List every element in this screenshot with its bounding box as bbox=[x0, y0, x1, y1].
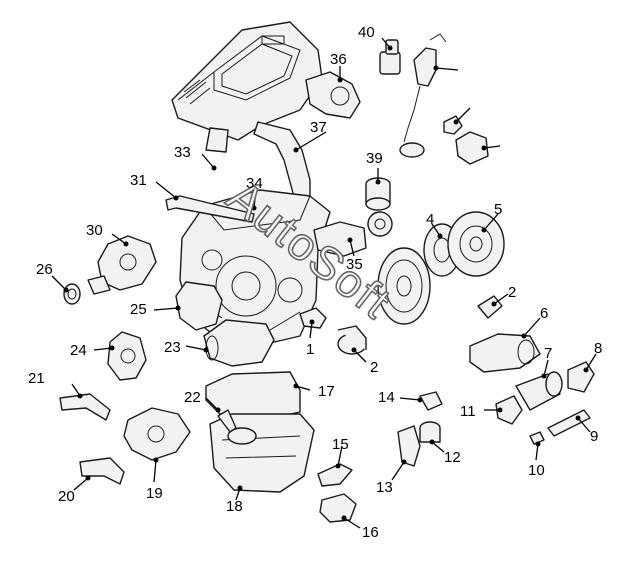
callout-12: 11 bbox=[460, 403, 476, 420]
callout-26: 25 bbox=[130, 301, 147, 318]
callout-13: 12 bbox=[444, 449, 461, 466]
part-bracket-38 bbox=[399, 33, 447, 158]
callout-20: 19 bbox=[146, 485, 163, 502]
callout-16: 15 bbox=[332, 436, 349, 453]
part-throttle-body bbox=[305, 71, 361, 119]
part-bracket-16 bbox=[317, 463, 353, 487]
part-11 bbox=[529, 431, 545, 445]
callout-24: 23 bbox=[164, 339, 181, 356]
callout-29: 31 bbox=[130, 172, 147, 189]
callout-8: 7 bbox=[544, 345, 552, 362]
part-2 bbox=[337, 325, 367, 355]
part-strainer-23 bbox=[217, 409, 257, 445]
callout-36: 39 bbox=[366, 150, 383, 167]
callout-33: 36 bbox=[330, 51, 347, 68]
callout-17: 16 bbox=[362, 524, 379, 541]
part-engine-mount-35 bbox=[313, 211, 393, 257]
part-alternator-24 bbox=[203, 319, 275, 367]
part-mount-17 bbox=[319, 493, 357, 523]
callout-10: 9 bbox=[590, 428, 598, 445]
part-4 bbox=[477, 295, 503, 319]
callout-1: 1 bbox=[306, 341, 314, 358]
part-1 bbox=[299, 307, 327, 329]
part-seal-27 bbox=[63, 283, 81, 305]
callout-30: 33 bbox=[174, 144, 191, 161]
part-flywheel bbox=[377, 247, 431, 325]
part-housing-25 bbox=[107, 331, 147, 381]
callout-35: 35 bbox=[346, 256, 363, 273]
callout-7: 6 bbox=[540, 305, 548, 322]
callout-18: 17 bbox=[318, 383, 335, 400]
callout-19: 18 bbox=[226, 498, 243, 515]
callout-34: 37 bbox=[310, 119, 327, 136]
part-sensor-37 bbox=[379, 39, 401, 75]
part-hose-22 bbox=[59, 393, 111, 421]
callout-31: 34 bbox=[246, 175, 263, 192]
callout-2: 2 bbox=[370, 359, 378, 376]
part-oil-pan-18 bbox=[205, 371, 301, 421]
part-oil-pump bbox=[87, 235, 157, 295]
part-clutch-6 bbox=[447, 211, 505, 277]
part-pipe-21 bbox=[79, 457, 125, 485]
part-13 bbox=[419, 421, 441, 443]
part-rod-10 bbox=[547, 409, 591, 437]
callout-4: 2 bbox=[508, 284, 516, 301]
part-12 bbox=[495, 395, 523, 425]
part-15 bbox=[419, 391, 443, 411]
part-starter-7 bbox=[469, 333, 541, 373]
callout-23: 22 bbox=[184, 389, 201, 406]
part-bracket-14 bbox=[397, 425, 421, 467]
part-cylinder-8 bbox=[515, 371, 563, 411]
callout-5: 4 bbox=[426, 211, 434, 228]
part-9 bbox=[567, 361, 595, 393]
part-water-pump-20 bbox=[123, 407, 191, 461]
callout-21: 20 bbox=[58, 488, 75, 505]
part-engine-cover bbox=[171, 21, 323, 153]
callout-15: 14 bbox=[378, 389, 395, 406]
callout-14: 13 bbox=[376, 479, 393, 496]
callout-37: 40 bbox=[358, 24, 375, 41]
part-cover-plate-26 bbox=[175, 281, 223, 331]
callout-22: 21 bbox=[28, 370, 45, 387]
callout-27: 26 bbox=[36, 261, 53, 278]
callout-28: 30 bbox=[86, 222, 103, 239]
part-camshaft bbox=[165, 195, 255, 223]
callout-25: 24 bbox=[70, 342, 87, 359]
callout-9: 8 bbox=[594, 340, 602, 357]
callout-6: 5 bbox=[494, 201, 502, 218]
callout-11: 10 bbox=[528, 462, 545, 479]
part-cover-40 bbox=[455, 131, 489, 165]
